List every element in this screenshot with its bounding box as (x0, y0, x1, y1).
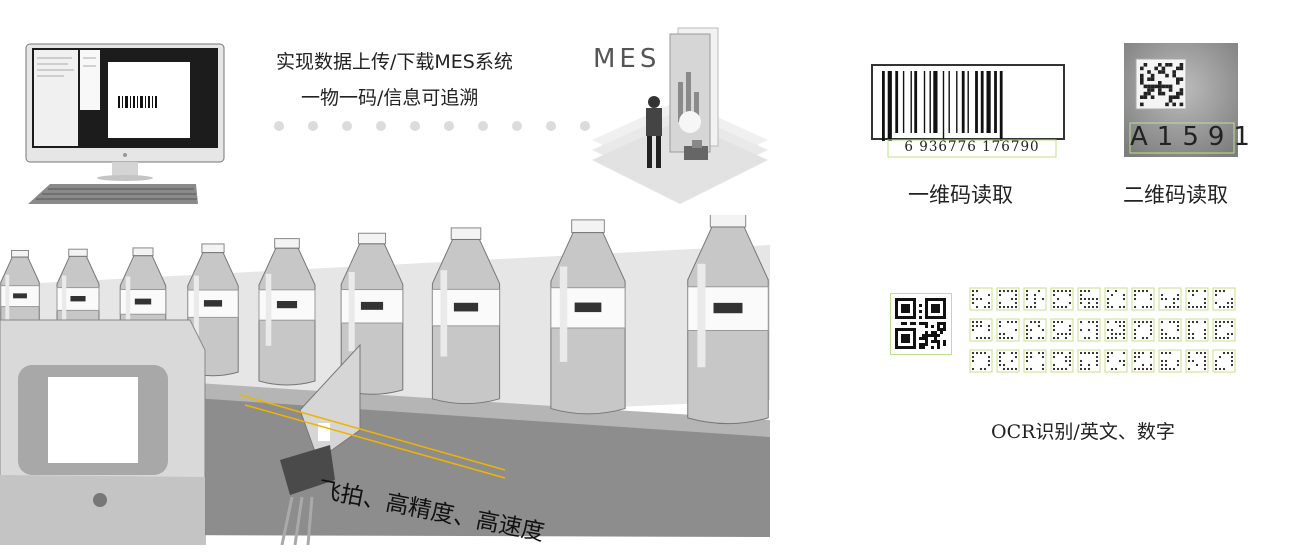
barcode-caption: 一维码读取 (908, 183, 1013, 207)
mes-illustration-icon (592, 27, 768, 204)
ocr-qr-icon (890, 293, 952, 355)
production-line-scene (0, 215, 770, 545)
data-flow-dots (274, 121, 590, 131)
ocr-caption: OCR识别/英文、数字 (991, 421, 1175, 443)
mes-line2: 一物一码/信息可追溯 (301, 87, 479, 109)
qr-code-photo-icon (1124, 43, 1238, 157)
qr-caption: 二维码读取 (1123, 183, 1228, 207)
mes-logo: MES (593, 44, 661, 74)
barcode-icon (871, 64, 1065, 158)
barcode-digits: 6 936776 176790 (904, 139, 1040, 155)
mes-line1: 实现数据上传/下载MES系统 (276, 51, 513, 73)
computer-monitor-icon (25, 43, 225, 204)
qr-digits: A1591 (1130, 122, 1259, 152)
ocr-dotmatrix-icon (969, 287, 1236, 373)
